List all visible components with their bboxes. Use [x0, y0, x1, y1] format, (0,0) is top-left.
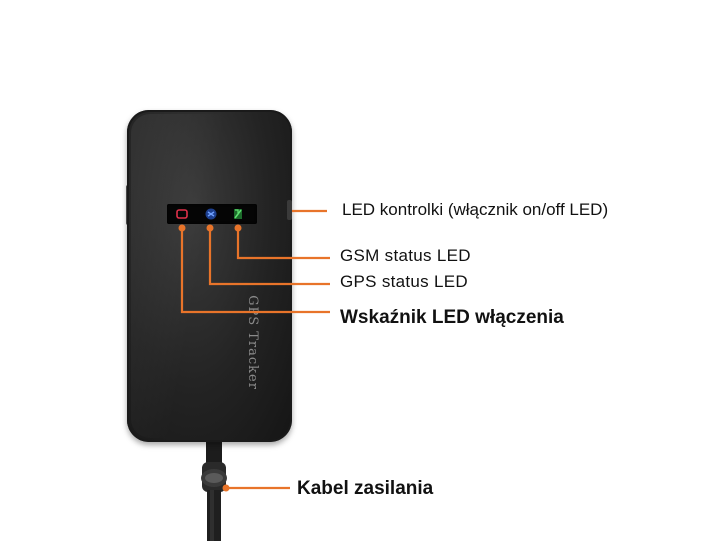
power-indicator-label: Wskaźnik LED włączenia — [340, 307, 564, 329]
power-cable-label: Kabel zasilania — [297, 478, 433, 500]
gps-status-label: GPS status LED — [340, 272, 468, 292]
gsm-status-label: GSM status LED — [340, 246, 471, 266]
led-controls-label: LED kontrolki (włącznik on/off LED) — [342, 200, 608, 220]
